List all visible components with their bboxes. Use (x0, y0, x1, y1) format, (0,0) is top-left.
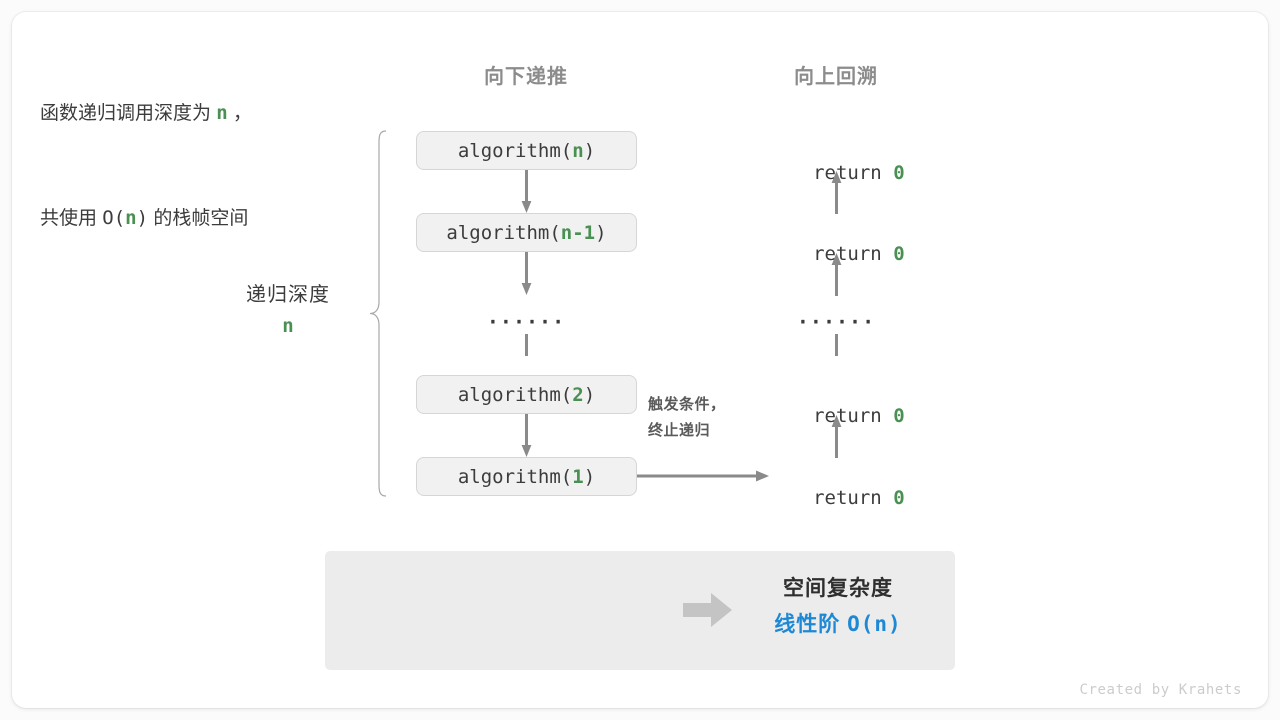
call-box-prefix: algorithm( (457, 383, 573, 406)
summary-line2-prefix: 共使用 (40, 208, 103, 229)
return-statement: return 0 (767, 383, 905, 449)
call-box-arg: 1 (572, 465, 584, 488)
return-value: 0 (893, 487, 905, 509)
summary-line1-n: n (216, 102, 228, 124)
return-statement: return 0 (767, 221, 905, 287)
trigger-line-2: 终止递归 (648, 422, 711, 439)
credit-text: Created by Krahets (1079, 682, 1242, 698)
call-box-prefix: algorithm( (457, 465, 573, 488)
column-header-recurse-down: 向下递推 (484, 66, 568, 88)
return-keyword: return (813, 243, 894, 265)
trigger-condition-note: 触发条件， 终止递归 (648, 392, 726, 444)
complexity-order-label: 线性阶 (774, 613, 848, 636)
return-value: 0 (893, 243, 905, 265)
column-header-backtrack-up: 向上回溯 (794, 66, 878, 88)
call-box-suffix: ) (583, 139, 596, 162)
return-keyword: return (813, 405, 894, 427)
summary-line2-bigo-close: ) (136, 207, 149, 229)
recursion-depth-brace (368, 130, 390, 497)
call-box-suffix: ) (583, 465, 596, 488)
summary-left-text: 函数递归调用深度为 n ， 共使用 O(n) 的栈帧空间 (40, 26, 252, 306)
complexity-expression: O(n) (847, 612, 902, 636)
summary-panel (325, 551, 955, 670)
summary-left-line-1: 函数递归调用深度为 n ， (40, 96, 252, 131)
call-box-algorithm-n[interactable]: algorithm(n) (416, 131, 637, 170)
summary-right-text: 空间复杂度 线性阶 O(n) (774, 572, 901, 643)
recursion-depth-title: 递归深度 (246, 284, 330, 306)
summary-line1-suffix: ， (227, 103, 253, 124)
call-box-prefix: algorithm( (446, 221, 561, 244)
call-box-arg: n (572, 139, 584, 162)
arrow-up-icon (831, 334, 842, 356)
ellipsis-returns: ······ (796, 310, 876, 334)
call-box-arg: n-1 (560, 221, 596, 244)
return-keyword: return (813, 162, 894, 184)
return-statement: return 0 (767, 465, 905, 531)
ellipsis-call-stack: ······ (486, 310, 566, 334)
call-box-algorithm-n-1[interactable]: algorithm(n-1) (416, 213, 637, 252)
recursion-depth-value: n (282, 315, 294, 337)
return-keyword: return (813, 487, 894, 509)
call-box-algorithm-2[interactable]: algorithm(2) (416, 375, 637, 414)
call-box-arg: 2 (572, 383, 584, 406)
call-box-suffix: ) (583, 383, 596, 406)
summary-line2-n: n (125, 207, 137, 229)
call-box-prefix: algorithm( (457, 139, 573, 162)
call-box-algorithm-1[interactable]: algorithm(1) (416, 457, 637, 496)
arrow-down-icon (521, 334, 532, 356)
arrow-up-icon (831, 170, 842, 214)
return-value: 0 (893, 162, 905, 184)
arrow-down-icon (521, 252, 532, 296)
trigger-line-1: 触发条件， (648, 396, 726, 413)
summary-line2-suffix: 的栈帧空间 (148, 208, 249, 229)
arrow-right-block-icon (683, 592, 733, 628)
arrow-up-icon (831, 252, 842, 296)
recursion-depth-label: 递归深度 n (246, 280, 330, 342)
arrow-down-icon (521, 414, 532, 458)
summary-line2-bigo-open: O( (102, 207, 126, 229)
space-complexity-value: 线性阶 O(n) (774, 606, 901, 643)
arrow-down-icon (521, 170, 532, 214)
summary-line1-prefix: 函数递归调用深度为 (40, 103, 217, 124)
call-box-suffix: ) (595, 221, 607, 244)
space-complexity-title: 空间复杂度 (782, 577, 893, 600)
summary-left-line-2: 共使用 O(n) 的栈帧空间 (40, 201, 252, 236)
return-value: 0 (893, 405, 905, 427)
arrow-right-icon (637, 468, 770, 484)
arrow-up-icon (831, 414, 842, 458)
return-statement: return 0 (767, 140, 905, 206)
